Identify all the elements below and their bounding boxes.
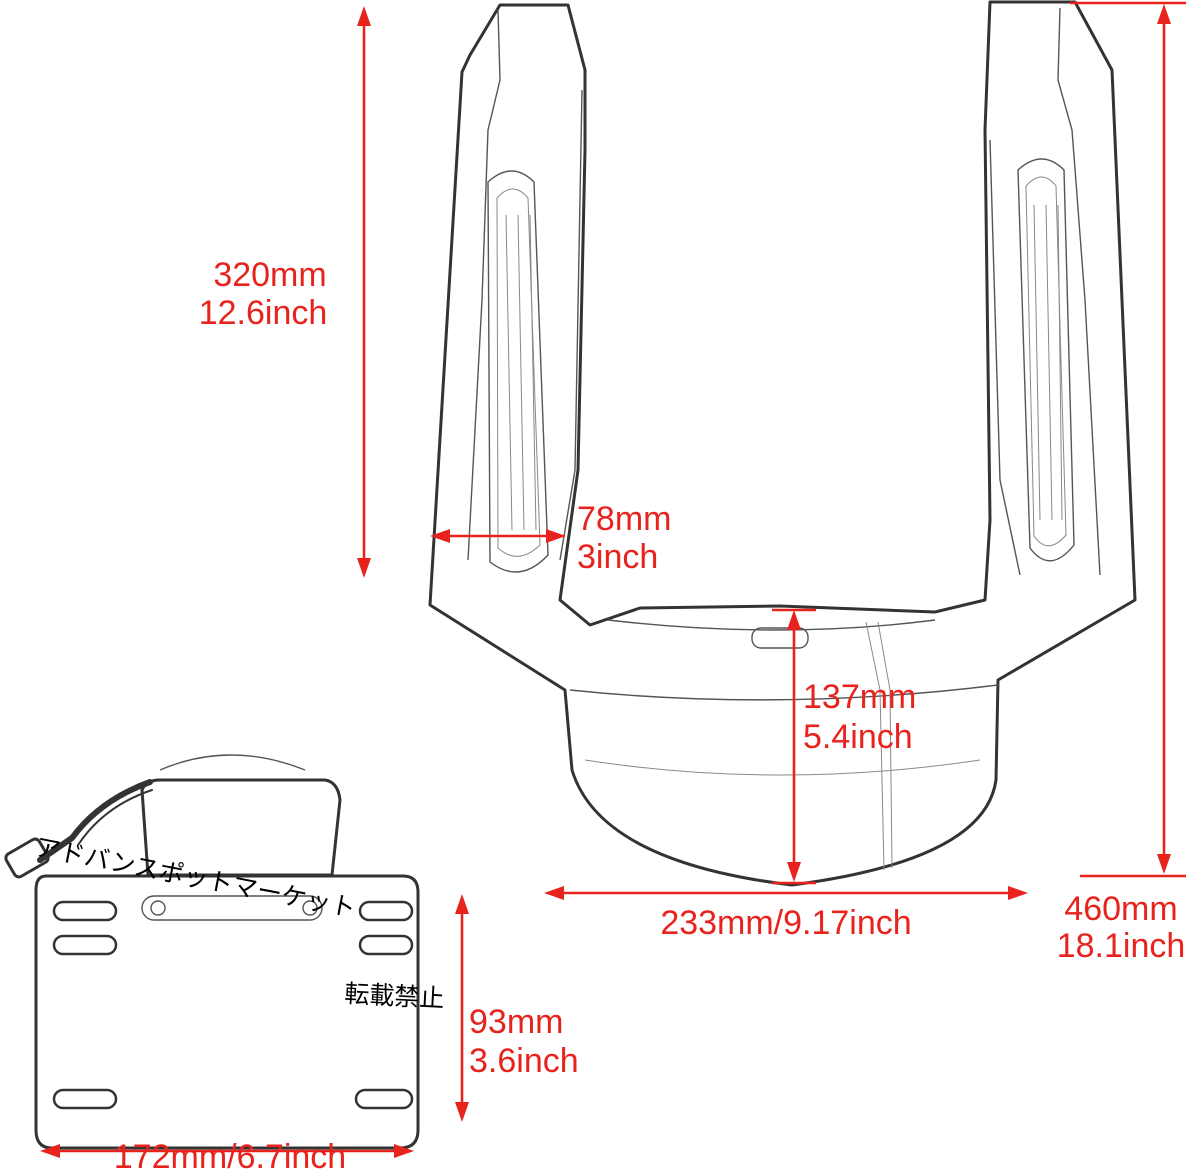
plate-width-arrow bbox=[40, 1144, 414, 1158]
total-height-inch-label: 18.1inch bbox=[1057, 927, 1186, 965]
left-tail-light bbox=[487, 170, 549, 573]
tip-height-mm-label: 137mm bbox=[803, 678, 916, 716]
total-height-arrow bbox=[1070, 1, 1186, 878]
rear-fender-drawing bbox=[428, 0, 1137, 887]
plate-height-inch-label: 3.6inch bbox=[469, 1042, 579, 1080]
watermark: アドバンスポットマーケット 転載禁止 bbox=[33, 832, 445, 1013]
tip-height-arrow bbox=[772, 608, 816, 885]
right-tail-light bbox=[1017, 158, 1075, 562]
fender-height-mm-label: 320mm bbox=[213, 256, 326, 294]
watermark-shop-name: アドバンスポットマーケット bbox=[33, 832, 358, 923]
plate-width-label: 172mm/6.7inch bbox=[114, 1138, 346, 1174]
license-plate-bracket-drawing bbox=[4, 754, 420, 1150]
light-width-arrow bbox=[430, 529, 566, 543]
watermark-no-reprint: 転載禁止 bbox=[344, 979, 445, 1013]
plate-height-mm-label: 93mm bbox=[469, 1003, 563, 1041]
light-width-inch-label: 3inch bbox=[577, 538, 658, 576]
tip-height-inch-label: 5.4inch bbox=[803, 718, 913, 756]
fender-width-arrow bbox=[544, 886, 1028, 900]
fender-height-inch-label: 12.6inch bbox=[199, 294, 328, 332]
plate-height-arrow bbox=[455, 894, 469, 1122]
total-height-mm-label: 460mm bbox=[1064, 890, 1177, 928]
light-width-mm-label: 78mm bbox=[577, 500, 671, 538]
dimension-labels: 320mm 12.6inch 78mm 3inch 137mm 5.4inch … bbox=[114, 256, 1186, 1174]
fender-width-label: 233mm/9.17inch bbox=[660, 904, 911, 942]
dimension-lines bbox=[40, 1, 1186, 1158]
fender-height-arrow bbox=[357, 6, 371, 578]
